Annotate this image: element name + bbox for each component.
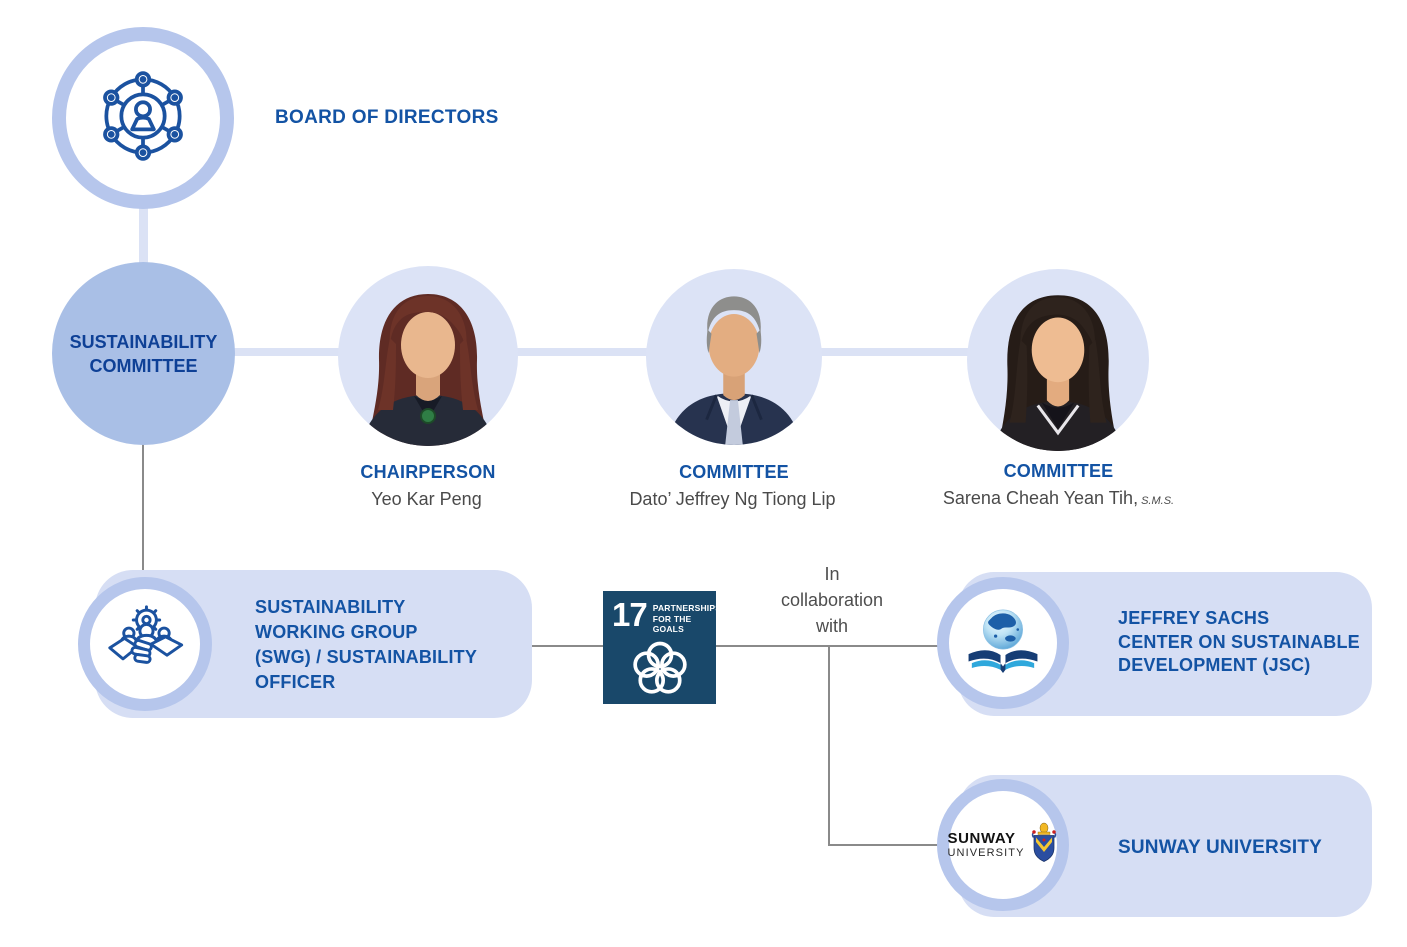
connector-swg-to-jsc [532, 645, 939, 647]
board-of-directors-circle [52, 27, 234, 209]
jsc-circle [937, 577, 1069, 709]
portrait-photo [992, 295, 1124, 451]
member-role: COMMITTEE [1003, 461, 1114, 481]
portrait-photo [666, 296, 802, 445]
sdg17-badge: 17 PARTNERSHIPS FOR THE GOALS [603, 591, 721, 704]
portrait-photo [360, 294, 496, 446]
jsc-label: JEFFREY SACHS CENTER ON SUSTAINABLE DEVE… [1118, 608, 1360, 675]
connector-committee2-to-committee3 [819, 348, 971, 356]
connector-chairperson-to-committee2 [514, 348, 650, 356]
member-role: CHAIRPERSON [360, 462, 496, 482]
jsc-globe-book-logo [962, 600, 1044, 687]
connector-committee-to-swg [142, 443, 144, 573]
board-network-icon [93, 66, 193, 171]
sustainability-committee-circle: SUSTAINABILITY COMMITTEE [52, 262, 235, 445]
member-card-committee-3: COMMITTEE Sarena Cheah Yean Tih,S.M.S. [916, 461, 1201, 509]
collaboration-note: In collaboration with [780, 564, 884, 636]
teamwork-handshake-gear-icon [101, 598, 189, 691]
sdg17-interlocking-rings-icon [633, 641, 687, 694]
member-honorific-suffix: S.M.S. [1141, 495, 1175, 507]
connector-branch-vertical [828, 645, 830, 846]
connector-board-to-committee [139, 206, 148, 266]
sustainability-committee-label: SUSTAINABILITY COMMITTEE [69, 331, 218, 376]
swg-label: SUSTAINABILITY WORKING GROUP (SWG) / SUS… [255, 597, 478, 692]
member-role: COMMITTEE [679, 462, 789, 482]
sunway-wordmark: SUNWAY [947, 830, 1016, 847]
sunway-label: SUNWAY UNIVERSITY [1118, 837, 1323, 858]
sunway-university-crest [1029, 822, 1059, 869]
member-card-chairperson: CHAIRPERSON Yeo Kar Peng [308, 462, 548, 510]
sdg17-number: 17 [612, 596, 648, 633]
sunway-university-logo: SUNWAY UNIVERSITY [948, 822, 1059, 869]
sunway-circle: SUNWAY UNIVERSITY [937, 779, 1069, 911]
connector-committee-to-chairperson [228, 348, 343, 356]
portrait-committee-member-2 [646, 269, 822, 445]
portrait-chairperson [338, 266, 518, 446]
member-card-committee-2: COMMITTEE Dato’ Jeffrey Ng Tiong Lip [594, 462, 874, 510]
portrait-committee-member-3 [967, 269, 1149, 451]
member-name: Yeo Kar Peng [371, 489, 482, 509]
board-of-directors-label: BOARD OF DIRECTORS [275, 107, 499, 128]
member-name: Sarena Cheah Yean Tih,S.M.S. [942, 488, 1175, 508]
swg-circle [78, 577, 212, 711]
connector-branch-to-sunway [828, 844, 939, 846]
sdg17-title: PARTNERSHIPS FOR THE GOALS [652, 603, 722, 634]
member-name: Dato’ Jeffrey Ng Tiong Lip [629, 489, 836, 509]
